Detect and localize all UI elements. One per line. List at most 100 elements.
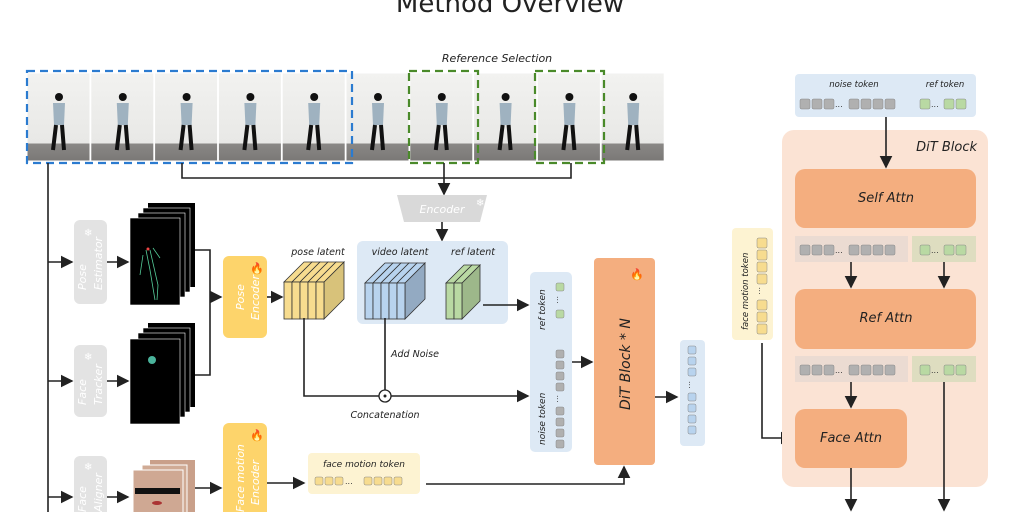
ellipsis: ... <box>835 100 843 109</box>
face-attn-block <box>795 409 907 468</box>
input-token-panel <box>530 272 572 452</box>
face-motion-tokens-vertical: ... <box>756 237 768 335</box>
token <box>848 98 860 110</box>
svg-text:Face: Face <box>76 379 89 405</box>
token <box>383 476 393 486</box>
ellipsis: ... <box>555 296 564 304</box>
token-rows: .................. <box>799 98 967 376</box>
ellipsis: ... <box>931 366 939 375</box>
token <box>756 249 768 261</box>
pose-estimator-block: ❄ Pose Estimator <box>74 220 107 304</box>
fire-icon: 🔥 <box>630 268 644 281</box>
token <box>756 237 768 249</box>
svg-text:Self Attn: Self Attn <box>858 191 914 206</box>
svg-text:Estimator: Estimator <box>92 235 105 290</box>
self-attn-block <box>795 169 976 228</box>
noise-token-label: noise token <box>538 392 548 445</box>
token <box>943 244 955 256</box>
svg-text:Pose: Pose <box>234 284 247 310</box>
token <box>555 439 565 449</box>
add-noise-label: Add Noise <box>390 349 439 360</box>
dit-block-label: DiT Block <box>916 140 977 155</box>
snowflake-icon: ❄ <box>84 352 92 363</box>
svg-text:Pose: Pose <box>76 264 89 290</box>
token <box>919 98 931 110</box>
aligned-face-stack <box>132 460 195 512</box>
video-frame <box>600 72 665 162</box>
token <box>884 98 896 110</box>
top-ref-token-label: ref token <box>926 80 965 90</box>
video-frame <box>473 72 538 162</box>
token <box>555 371 565 381</box>
ellipsis: ... <box>757 287 766 295</box>
face-motion-token-vertical-label: face motion token <box>741 253 751 330</box>
token <box>314 476 324 486</box>
token <box>324 476 334 486</box>
face-map-stack <box>129 323 195 425</box>
token <box>363 476 373 486</box>
video-frame <box>154 72 219 162</box>
pose-map-stack <box>129 203 195 306</box>
ellipsis: ... <box>835 366 843 375</box>
token <box>823 364 835 376</box>
token <box>756 261 768 273</box>
ellipsis: ... <box>931 100 939 109</box>
token <box>799 244 811 256</box>
token <box>555 349 565 359</box>
video-frame <box>217 72 282 162</box>
token <box>687 392 697 402</box>
video-frame <box>90 72 155 162</box>
token <box>860 98 872 110</box>
token <box>919 364 931 376</box>
ellipsis: ... <box>931 246 939 255</box>
face-aligner-block: ❄ Face Aligner <box>74 456 107 512</box>
top-token-panel <box>795 74 976 117</box>
token <box>860 364 872 376</box>
encoder-label: Encoder <box>420 203 466 216</box>
token <box>555 428 565 438</box>
token <box>872 364 884 376</box>
token <box>811 98 823 110</box>
video-frame <box>409 72 474 162</box>
ellipsis: ... <box>345 477 353 486</box>
top-noise-token-label: noise token <box>829 80 878 90</box>
dit-block-n: 🔥 DiT Block * N <box>594 258 655 465</box>
svg-text:Face Attn: Face Attn <box>820 431 882 446</box>
output-tokens: ... <box>687 345 697 435</box>
video-frame <box>26 72 91 162</box>
input-tokens: ...... <box>555 282 565 449</box>
token <box>334 476 344 486</box>
face-motion-encoder-block: 🔥 Face motion Encoder <box>223 423 267 512</box>
reference-selection-label: Reference Selection <box>442 52 552 65</box>
pose-latent-cube <box>283 261 345 320</box>
token <box>811 244 823 256</box>
token <box>823 98 835 110</box>
token <box>884 244 896 256</box>
svg-text:Aligner: Aligner <box>92 472 105 512</box>
svg-text:Encoder: Encoder <box>249 459 262 505</box>
video-frame <box>281 72 346 162</box>
token <box>555 382 565 392</box>
token <box>943 364 955 376</box>
video-latent-cube <box>364 262 426 320</box>
token <box>393 476 403 486</box>
token <box>756 323 768 335</box>
face-motion-token-label: face motion token <box>323 460 405 470</box>
token <box>799 98 811 110</box>
token <box>943 98 955 110</box>
face-tracker-block: ❄ Face Tracker <box>74 345 107 417</box>
pose-latent-label: pose latent <box>290 247 346 258</box>
ref-latent-label: ref latent <box>451 247 496 258</box>
ref-attn-block <box>795 289 976 349</box>
token <box>955 244 967 256</box>
token <box>884 364 896 376</box>
svg-text:Tracker: Tracker <box>92 363 105 405</box>
svg-text:Face: Face <box>76 486 89 512</box>
token <box>687 425 697 435</box>
token <box>555 406 565 416</box>
ellipsis: ... <box>555 395 564 403</box>
token <box>756 299 768 311</box>
snowflake-icon: ❄ <box>84 462 92 473</box>
snowflake-icon: ❄ <box>84 228 92 239</box>
